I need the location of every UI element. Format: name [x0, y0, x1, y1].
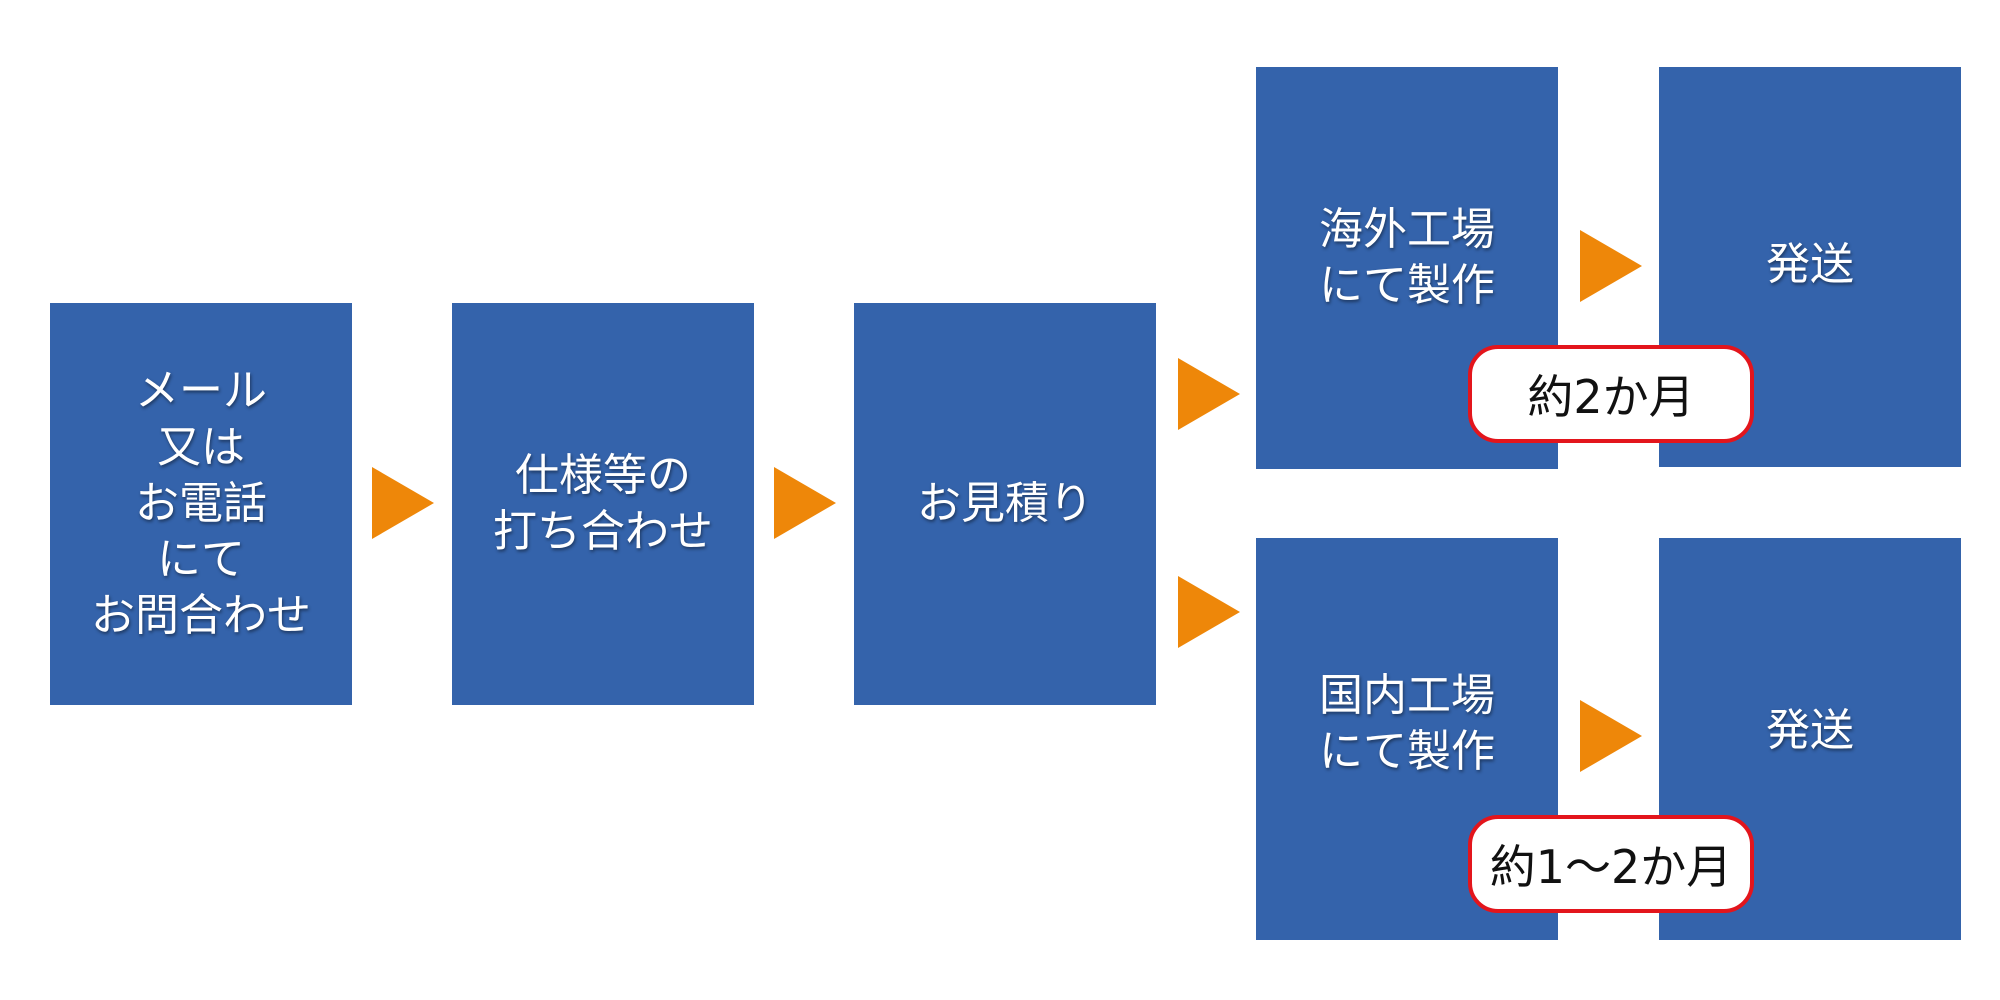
domestic-duration-text: 約1～2か月 [1489, 840, 1733, 894]
arrow-right-icon [774, 467, 836, 539]
inquiry-line-1: メール [135, 365, 267, 417]
inquiry-line-5: お問合わせ [91, 590, 311, 642]
step-spec-box: 仕様等の 打ち合わせ [452, 303, 754, 705]
inquiry-line-2: 又は [157, 421, 245, 473]
domestic-line-2: にて製作 [1319, 726, 1495, 778]
quote-line-1: お見積り [917, 477, 1093, 529]
overseas-line-1: 海外工場 [1319, 204, 1495, 255]
inquiry-line-3: お電話 [135, 477, 267, 529]
overseas-line-2: にて製作 [1319, 260, 1495, 312]
arrow-right-icon [1178, 358, 1240, 430]
inquiry-line-4: にて [157, 534, 245, 586]
domestic-line-1: 国内工場 [1319, 670, 1495, 721]
step-quote-box: お見積り [854, 303, 1156, 705]
overseas-duration-text: 約2か月 [1527, 370, 1695, 424]
domestic-duration-badge: 約1～2か月 [1468, 815, 1754, 913]
overseas-duration-badge: 約2か月 [1468, 345, 1754, 443]
spec-line-2: 打ち合わせ [493, 506, 713, 557]
step-inquiry-box: メール 又は お電話 にて お問合わせ [50, 303, 352, 705]
arrow-right-icon [1580, 700, 1642, 772]
domestic-shipping-label: 発送 [1766, 705, 1854, 756]
arrow-right-icon [372, 467, 434, 539]
spec-line-1: 仕様等の [515, 449, 691, 501]
arrow-right-icon [1178, 576, 1240, 648]
arrow-right-icon [1580, 230, 1642, 302]
step-overseas-factory-box: 海外工場 にて製作 [1256, 67, 1558, 469]
overseas-shipping-label: 発送 [1766, 239, 1854, 290]
